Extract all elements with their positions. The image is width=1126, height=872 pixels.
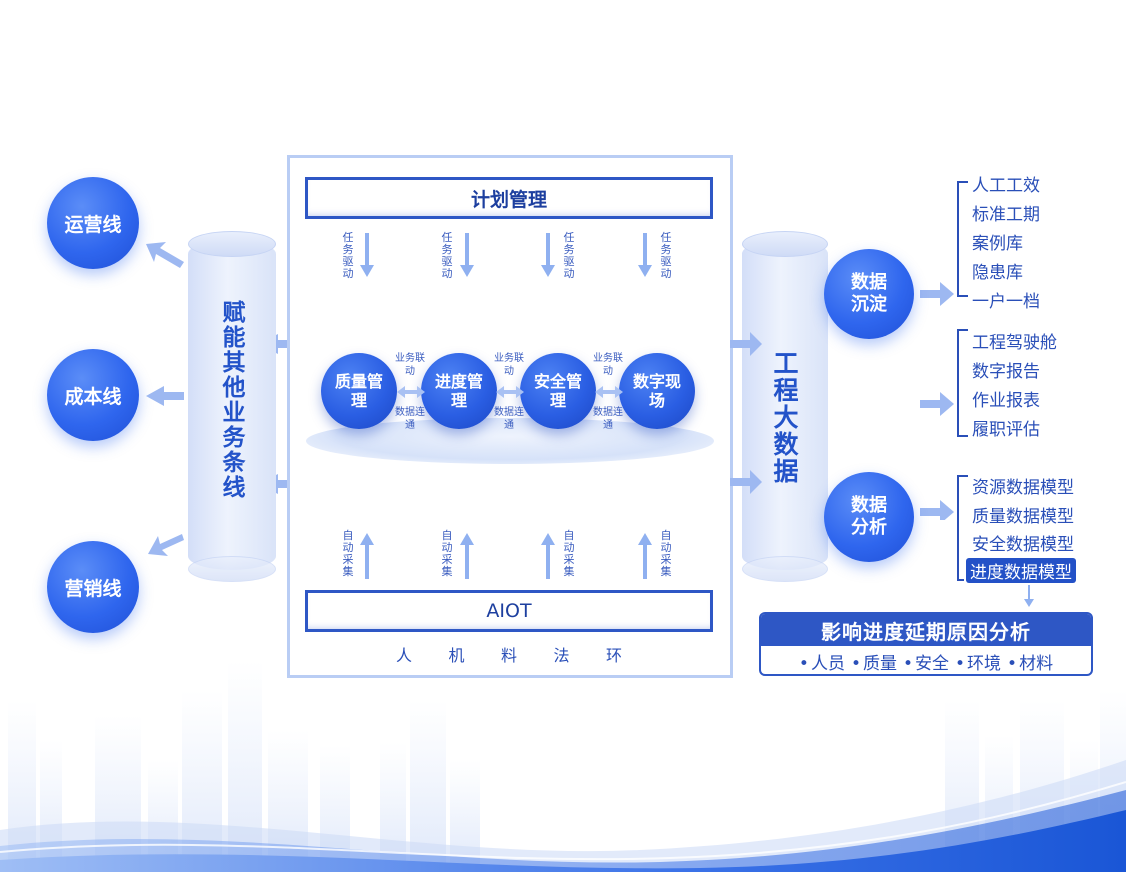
module-digital-site: 数字现场 <box>619 353 695 429</box>
business-line-marketing: 营销线 <box>47 541 139 633</box>
business-line-operation: 运营线 <box>47 177 139 269</box>
precip-item-3: 案例库 <box>972 234 1023 254</box>
empower-cylinder-bottom <box>188 556 276 582</box>
precip-item-4: 隐患库 <box>972 263 1023 283</box>
middle-item-2: 数字报告 <box>972 362 1040 382</box>
data-link-label-1: 数据连通 <box>395 407 425 431</box>
module-link-arrows <box>397 386 623 398</box>
bigdata-cylinder-label: 工程大数据 <box>770 350 799 485</box>
down-arrow-1 <box>360 233 374 277</box>
bigdata-cylinder-top <box>742 231 828 257</box>
data-analysis-circle: 数据分析 <box>824 472 914 562</box>
analysis-item-3: 安全数据模型 <box>972 535 1074 555</box>
factor-quality: 质量 <box>851 649 897 674</box>
delay-analysis-box: 影响进度延期原因分析 人员 质量 安全 环境 材料 <box>759 612 1093 676</box>
auto-collect-label-3: 自动采集 <box>563 529 575 578</box>
arrow-precipitation <box>920 282 954 306</box>
element-environment: 环 <box>605 646 622 665</box>
arrow-center-to-bigdata-1 <box>730 332 762 356</box>
elements-row: 人 机 料 法 环 <box>396 642 622 665</box>
delay-factors: 人员 质量 安全 环境 材料 <box>761 647 1091 674</box>
center-vertical-arrows <box>360 233 652 579</box>
analysis-bracket <box>957 475 968 581</box>
arrow-middle-group <box>920 392 954 416</box>
precipitation-bracket <box>957 181 968 297</box>
down-arrow-4 <box>638 233 652 277</box>
business-link-label-1: 业务联动 <box>395 353 425 377</box>
aiot-bar: AIOT <box>305 590 713 632</box>
delay-analysis-title: 影响进度延期原因分析 <box>761 614 1091 646</box>
arrow-analysis <box>920 500 954 520</box>
middle-item-4: 履职评估 <box>972 420 1040 440</box>
data-link-label-3: 数据连通 <box>593 407 623 431</box>
empower-cylinder-top <box>188 231 276 257</box>
bigdata-cylinder <box>742 240 828 570</box>
factor-environment: 环境 <box>955 649 1001 674</box>
analysis-item-4-highlighted: 进度数据模型 <box>966 558 1076 583</box>
auto-collect-label-2: 自动采集 <box>441 529 453 578</box>
middle-bracket <box>957 329 968 437</box>
task-drive-label-4: 任务驱动 <box>660 231 672 280</box>
auto-collect-label-4: 自动采集 <box>660 529 672 578</box>
element-machine: 机 <box>448 646 465 665</box>
factor-safety: 安全 <box>903 649 949 674</box>
arrow-to-cost <box>146 386 184 406</box>
empower-cylinder-label: 赋能其他业务条线 <box>218 300 244 500</box>
factor-personnel: 人员 <box>799 649 845 674</box>
business-line-cost: 成本线 <box>47 349 139 441</box>
down-arrow-2 <box>460 233 474 277</box>
right-arrows <box>730 282 954 520</box>
analysis-item-2: 质量数据模型 <box>972 507 1074 527</box>
element-material: 料 <box>500 646 517 665</box>
business-link-label-2: 业务联动 <box>494 353 524 377</box>
arrow-to-operation <box>146 242 184 268</box>
up-arrow-4 <box>638 533 652 579</box>
business-link-label-3: 业务联动 <box>593 353 623 377</box>
analysis-item-1: 资源数据模型 <box>972 478 1074 498</box>
element-method: 法 <box>553 646 570 665</box>
module-safety: 安全管理 <box>520 353 596 429</box>
precip-item-5: 一户一档 <box>972 292 1040 312</box>
data-link-label-2: 数据连通 <box>494 407 524 431</box>
middle-item-1: 工程驾驶舱 <box>972 333 1057 353</box>
bigdata-cylinder-bottom <box>742 556 828 582</box>
precip-item-2: 标准工期 <box>972 205 1040 225</box>
module-progress: 进度管理 <box>421 353 497 429</box>
down-arrow-3 <box>541 233 555 277</box>
arrow-to-marketing <box>148 534 184 556</box>
auto-collect-label-1: 自动采集 <box>342 529 354 578</box>
task-drive-label-1: 任务驱动 <box>342 231 354 280</box>
empower-cylinder <box>188 240 276 570</box>
element-person: 人 <box>396 646 413 665</box>
task-drive-label-3: 任务驱动 <box>563 231 575 280</box>
module-quality: 质量管理 <box>321 353 397 429</box>
analysis-down-arrow <box>1024 585 1034 607</box>
precip-item-1: 人工工效 <box>972 176 1040 196</box>
middle-item-3: 作业报表 <box>972 391 1040 411</box>
factor-materials: 材料 <box>1007 649 1053 674</box>
plan-management-bar: 计划管理 <box>305 177 713 219</box>
up-arrow-2 <box>460 533 474 579</box>
data-precipitation-circle: 数据沉淀 <box>824 249 914 339</box>
task-drive-label-2: 任务驱动 <box>441 231 453 280</box>
arrow-center-to-bigdata-2 <box>730 470 762 494</box>
up-arrow-1 <box>360 533 374 579</box>
up-arrow-3 <box>541 533 555 579</box>
